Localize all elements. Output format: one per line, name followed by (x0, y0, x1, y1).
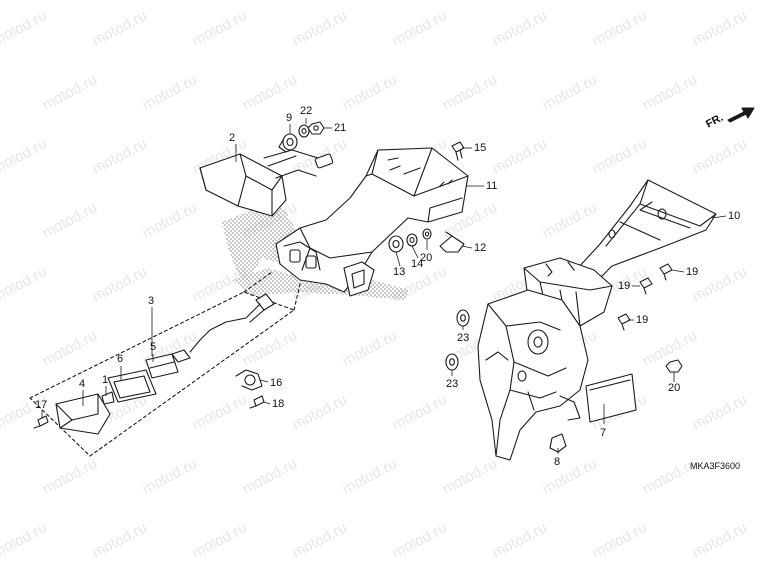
bolt-15 (451, 141, 465, 161)
callout-23-b: 23 (446, 378, 459, 390)
rear-fender-lower (477, 289, 589, 461)
callout-22: 22 (300, 105, 313, 117)
leader-10 (711, 215, 727, 219)
leader-14 (411, 245, 419, 259)
callout-23-a: 23 (457, 332, 470, 344)
grommet-9 (278, 133, 298, 153)
callout-5: 5 (150, 341, 157, 353)
grommet-13 (388, 235, 404, 253)
screw-17 (33, 415, 49, 429)
callout-3: 3 (148, 295, 155, 307)
screw-18 (249, 395, 265, 409)
callout-8: 8 (554, 456, 561, 468)
bulb-1 (101, 391, 115, 405)
leader-13 (395, 251, 401, 267)
callout-20-a: 20 (420, 252, 433, 264)
callout-6: 6 (117, 353, 124, 365)
washer-23-lower (445, 353, 459, 371)
license-light-assembly-box (29, 271, 301, 457)
diagram-code: MKA3F3600 (690, 461, 741, 471)
callout-18: 18 (272, 398, 285, 410)
reflector-7 (585, 373, 637, 423)
lens-4 (55, 393, 111, 435)
leader-12 (461, 245, 473, 249)
callout-16: 16 (270, 377, 283, 389)
hatched-area-lower (232, 268, 410, 300)
callout-19-b: 19 (618, 280, 631, 292)
callout-7: 7 (600, 427, 607, 439)
callout-14: 14 (411, 258, 424, 270)
callout-1: 1 (102, 374, 109, 386)
leader-16 (259, 379, 269, 383)
leader-18 (263, 401, 271, 405)
callout-4: 4 (79, 378, 86, 390)
callout-17: 17 (35, 399, 48, 411)
direction-arrow-icon (727, 107, 755, 123)
callout-19-a: 19 (686, 266, 699, 278)
washer-22 (298, 124, 310, 138)
nut-20-upper (422, 228, 432, 240)
clamp-16 (235, 369, 263, 391)
cap-8 (549, 433, 567, 453)
callout-2: 2 (229, 132, 236, 144)
callout-12: 12 (474, 242, 487, 254)
bracket-12 (439, 231, 465, 253)
license-bracket-10 (577, 179, 717, 287)
bolt-19-b (639, 277, 653, 295)
nut-21 (307, 121, 325, 135)
callout-20-b: 20 (668, 382, 681, 394)
callout-11: 11 (486, 180, 498, 192)
callout-9: 9 (286, 112, 293, 124)
callout-10: 10 (728, 210, 741, 222)
socket-5 (145, 353, 179, 379)
tail-light-unit (199, 149, 334, 217)
rear-fender-upper (275, 147, 469, 297)
washer-23-upper (456, 309, 470, 327)
nut-20-lower (665, 359, 683, 373)
gasket-6 (107, 369, 157, 403)
callout-13: 13 (393, 266, 406, 278)
collar-14 (406, 233, 418, 247)
leader-19a (671, 269, 685, 273)
bolt-19-c (617, 313, 631, 331)
callout-15: 15 (474, 142, 487, 154)
callout-19-c: 19 (636, 314, 649, 326)
harness-connector (171, 293, 275, 363)
callout-21: 21 (334, 122, 347, 134)
bolt-19-a (659, 263, 673, 281)
